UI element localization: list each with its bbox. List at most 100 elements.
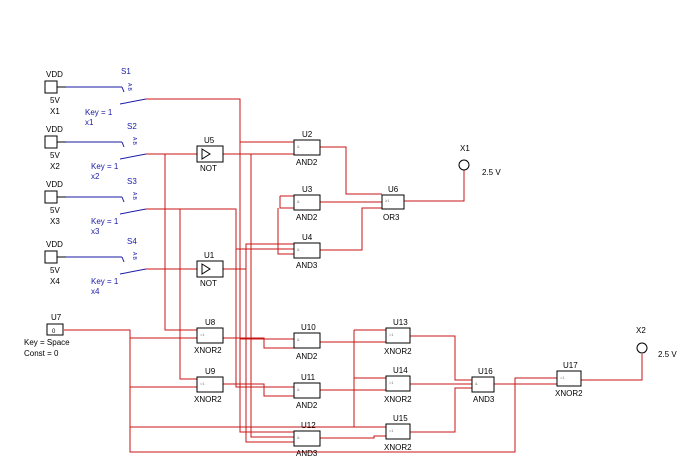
gate-name: U4 — [302, 233, 313, 242]
vdd-name: X3 — [50, 217, 60, 226]
gate-u17[interactable]: U17 =1 XNOR2 — [555, 361, 583, 398]
probe-value: 2.5 V — [482, 168, 501, 177]
vdd-label: VDD — [46, 70, 63, 79]
switch-ab: A B — [131, 252, 137, 260]
gate-type: XNOR2 — [194, 395, 222, 404]
constant-source-u7[interactable]: U7 0 Key = Space Const = 0 — [24, 313, 70, 358]
gate-name: U3 — [302, 185, 313, 194]
gate-u13[interactable]: U13 =1 XNOR2 — [384, 318, 412, 356]
gate-u5[interactable]: U5 NOT — [196, 136, 224, 173]
gate-u15[interactable]: U15 =1 XNOR2 — [384, 414, 412, 452]
switch-name: S3 — [127, 177, 137, 186]
gate-name: U5 — [204, 136, 215, 145]
gate-u14[interactable]: U14 =1 XNOR2 — [384, 366, 412, 404]
switch-key: Key = 1 — [91, 162, 119, 171]
gate-name: U15 — [393, 414, 408, 423]
switch-key: Key = 1 — [91, 277, 119, 286]
vdd-label: VDD — [46, 240, 63, 249]
gate-type: OR3 — [383, 213, 400, 222]
gate-name: U12 — [301, 421, 316, 430]
gate-name: U1 — [204, 251, 215, 260]
svg-text:&: & — [297, 435, 300, 440]
gate-type: XNOR2 — [384, 395, 412, 404]
vdd-source-4: VDD 5V X4 — [44, 240, 66, 286]
gate-u11[interactable]: U11 & AND2 — [293, 373, 321, 410]
switch-s3[interactable]: S3 Key = 1 x3 A B — [66, 177, 147, 236]
gate-u8[interactable]: U8 =1 XNOR2 — [194, 318, 224, 355]
svg-text:=1: =1 — [200, 332, 205, 337]
gate-name: U13 — [393, 318, 408, 327]
gate-type: AND3 — [296, 449, 318, 458]
vdd-voltage: 5V — [50, 266, 60, 275]
gate-type: XNOR2 — [384, 347, 412, 356]
gate-type: XNOR2 — [555, 389, 583, 398]
svg-text:&: & — [297, 199, 300, 204]
probe-name: X2 — [636, 326, 646, 335]
gate-name: U6 — [388, 185, 399, 194]
gate-name: U14 — [393, 366, 408, 375]
switch-var: x4 — [91, 287, 100, 296]
switch-s4[interactable]: S4 Key = 1 x4 A B — [66, 237, 147, 296]
vdd-source-2: VDD 5V X2 — [44, 125, 66, 171]
svg-text:=1: =1 — [389, 380, 394, 385]
gate-type: AND2 — [296, 401, 318, 410]
switch-name: S4 — [127, 237, 137, 246]
svg-text:&: & — [297, 144, 300, 149]
gate-type: XNOR2 — [194, 346, 222, 355]
probe-x1[interactable]: X1 2.5 V — [458, 144, 501, 177]
gate-name: U9 — [205, 367, 216, 376]
gate-u4[interactable]: U4 & AND3 — [293, 233, 321, 270]
vdd-name: X4 — [50, 277, 60, 286]
switch-ab: A B — [126, 83, 132, 91]
svg-text:&: & — [475, 381, 478, 386]
gate-type: AND2 — [296, 213, 318, 222]
vdd-voltage: 5V — [50, 96, 60, 105]
vdd-name: X2 — [50, 162, 60, 171]
svg-text:=1: =1 — [200, 381, 205, 386]
switch-name: S2 — [127, 122, 137, 131]
gate-name: U8 — [205, 318, 216, 327]
vdd-source-3: VDD 5V X3 — [44, 180, 66, 226]
gate-u6[interactable]: U6 ≥1 OR3 — [381, 185, 405, 222]
gate-u1[interactable]: U1 NOT — [196, 251, 224, 288]
constant-name: U7 — [51, 313, 62, 322]
gate-type: AND2 — [296, 352, 318, 361]
switch-var: x1 — [85, 118, 94, 127]
gate-type: AND3 — [473, 395, 495, 404]
vdd-source-1: VDD 5V X1 — [44, 70, 66, 116]
switch-var: x3 — [91, 227, 100, 236]
gate-type: AND2 — [296, 158, 318, 167]
switch-key: Key = 1 — [91, 217, 119, 226]
vdd-label: VDD — [46, 125, 63, 134]
svg-text:&: & — [297, 387, 300, 392]
vdd-name: X1 — [50, 107, 60, 116]
gate-u9[interactable]: U9 =1 XNOR2 — [194, 367, 224, 404]
svg-text:&: & — [297, 337, 300, 342]
switch-s1[interactable]: S1 Key = 1 x1 A B — [66, 67, 147, 127]
gate-name: U10 — [301, 323, 316, 332]
switch-key: Key = 1 — [85, 108, 113, 117]
gate-u3[interactable]: U3 & AND2 — [293, 185, 321, 222]
constant-const: Const = 0 — [24, 349, 59, 358]
gate-u16[interactable]: U16 & AND3 — [471, 367, 495, 404]
gate-type: NOT — [200, 279, 217, 288]
gate-name: U17 — [563, 361, 578, 370]
svg-text:&: & — [297, 247, 300, 252]
gate-name: U2 — [302, 130, 313, 139]
svg-text:≥1: ≥1 — [385, 198, 390, 203]
gate-u2[interactable]: U2 & AND2 — [293, 130, 321, 167]
svg-text:=1: =1 — [389, 332, 394, 337]
gate-type: XNOR2 — [384, 443, 412, 452]
svg-text:=1: =1 — [560, 375, 565, 380]
gate-u12[interactable]: U12 & AND3 — [293, 421, 321, 458]
probe-x2[interactable]: X2 2.5 V — [636, 326, 677, 359]
gate-u10[interactable]: U10 & AND2 — [293, 323, 321, 361]
probe-name: X1 — [460, 144, 470, 153]
vdd-voltage: 5V — [50, 151, 60, 160]
gate-name: U11 — [301, 373, 316, 382]
switch-s2[interactable]: S2 Key = 1 x2 A B — [66, 122, 147, 181]
gate-name: U16 — [478, 367, 493, 376]
switch-name: S1 — [121, 67, 131, 76]
switch-var: x2 — [91, 172, 100, 181]
